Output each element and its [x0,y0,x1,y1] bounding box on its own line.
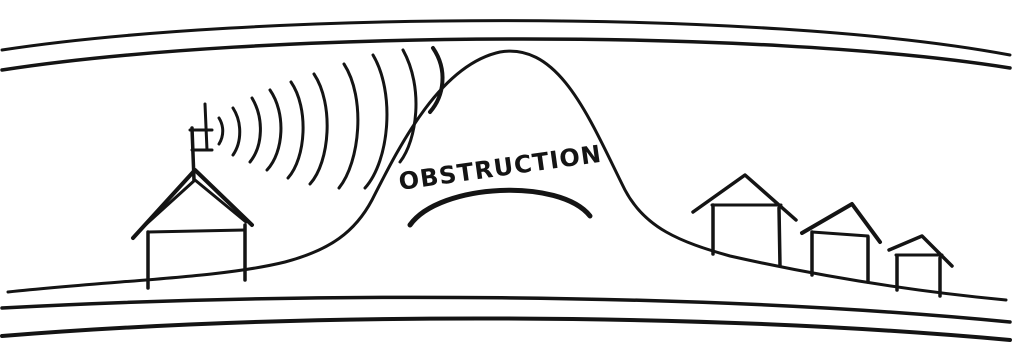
signal-wave [339,64,358,188]
signal-wave [233,108,240,155]
receiver-house-1 [693,175,796,266]
receiver-house-2 [802,204,880,282]
receiver-house-3 [889,236,952,296]
obstruction-label: OBSTRUCTION [397,140,604,196]
antenna-icon [190,104,212,180]
signal-wave [250,98,260,162]
signal-wave [219,118,223,144]
bottom-border [2,297,1010,340]
obstruction-arc [410,190,590,225]
signal-wave [365,55,387,188]
signal-wave [288,82,303,178]
signal-wave [310,74,327,184]
top-border [2,21,1010,70]
signal-wave [267,90,281,170]
